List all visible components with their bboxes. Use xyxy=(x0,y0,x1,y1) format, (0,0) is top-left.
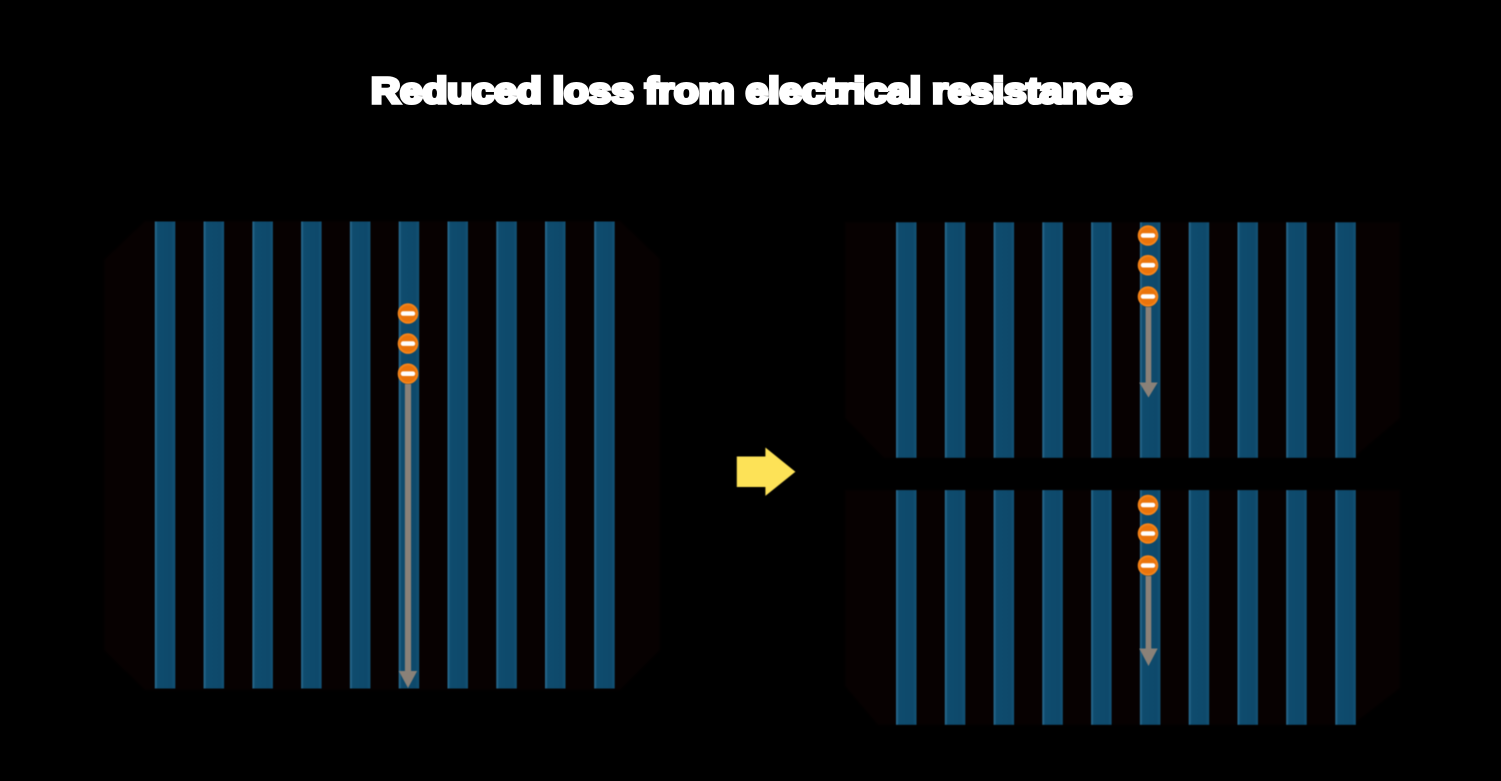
svg-text:Reduced loss from electrical r: Reduced loss from electrical resistance xyxy=(371,70,1132,111)
